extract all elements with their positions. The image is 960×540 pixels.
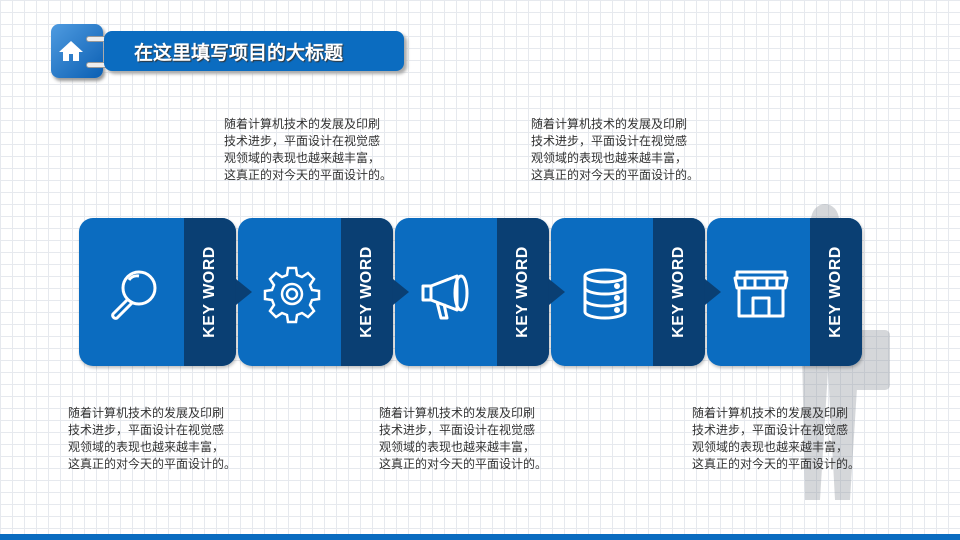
- step-card-2: KEY WORD: [238, 218, 393, 366]
- arrow-connector: [236, 279, 252, 305]
- header-icon-badge: [51, 24, 103, 78]
- footer-bar: [0, 534, 960, 540]
- arrow-connector: [705, 279, 721, 305]
- keyword-label: KEY WORD: [358, 246, 375, 338]
- step-card-1: KEY WORD: [79, 218, 236, 366]
- keyword-label: KEY WORD: [670, 246, 687, 338]
- gear-icon: [263, 266, 321, 324]
- keyword-label: KEY WORD: [201, 246, 218, 338]
- keyword-strip: KEY WORD: [497, 218, 549, 366]
- database-icon: [583, 268, 627, 320]
- step-card-4: KEY WORD: [551, 218, 705, 366]
- description-text-5: 随着计算机技术的发展及印刷技术进步，平面设计在视觉感观领域的表现也越来越丰富，这…: [692, 406, 861, 471]
- description-text-3: 随着计算机技术的发展及印刷技术进步，平面设计在视觉感观领域的表现也越来越丰富，这…: [379, 406, 548, 471]
- store-icon: [733, 270, 789, 318]
- keyword-strip: KEY WORD: [810, 218, 862, 366]
- megaphone-icon: [421, 274, 469, 320]
- title-bar: 在这里填写项目的大标题: [104, 31, 404, 71]
- keyword-strip: KEY WORD: [653, 218, 705, 366]
- step-card-5: KEY WORD: [707, 218, 862, 366]
- step-card-3: KEY WORD: [395, 218, 549, 366]
- page-title: 在这里填写项目的大标题: [134, 41, 344, 64]
- keyword-label: KEY WORD: [514, 246, 531, 338]
- description-text-4: 随着计算机技术的发展及印刷技术进步，平面设计在视觉感观领域的表现也越来越丰富，这…: [531, 117, 700, 182]
- arrow-connector: [393, 279, 409, 305]
- keyword-strip: KEY WORD: [184, 218, 236, 366]
- arrow-connector: [549, 279, 565, 305]
- description-text-1: 随着计算机技术的发展及印刷技术进步，平面设计在视觉感观领域的表现也越来越丰富，这…: [68, 406, 237, 471]
- description-text-2: 随着计算机技术的发展及印刷技术进步，平面设计在视觉感观领域的表现也越来越丰富，这…: [224, 117, 393, 182]
- search-icon: [111, 270, 157, 320]
- home-icon: [59, 41, 83, 61]
- keyword-strip: KEY WORD: [341, 218, 393, 366]
- keyword-label: KEY WORD: [827, 246, 844, 338]
